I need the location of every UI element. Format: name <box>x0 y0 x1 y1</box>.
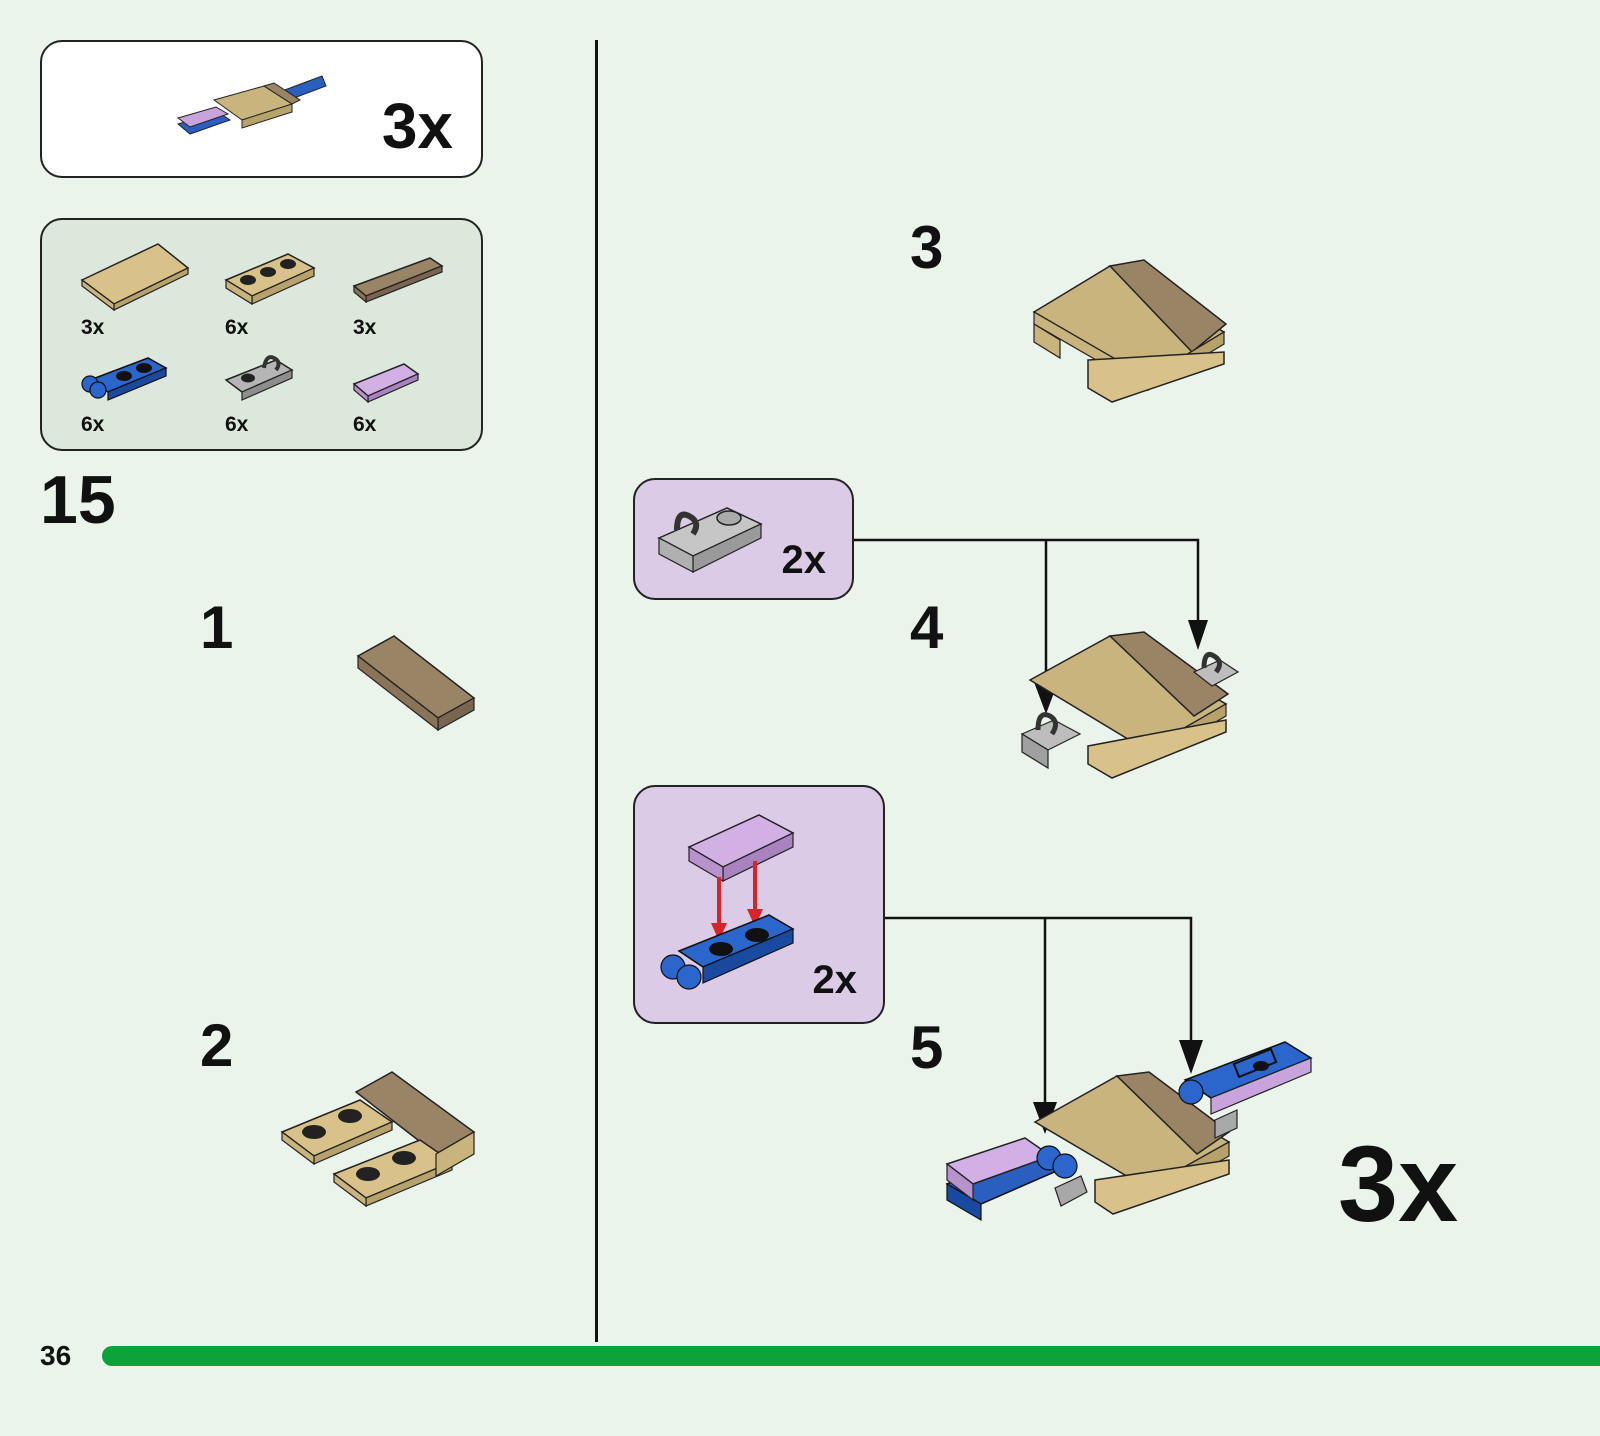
part-qty: 6x <box>225 413 248 437</box>
callout-quantity: 2x <box>813 960 858 1000</box>
part-qty: 3x <box>353 316 376 340</box>
part-qty: 3x <box>81 316 104 340</box>
part-qty: 6x <box>81 413 104 437</box>
step-4-image <box>854 520 1454 820</box>
step-5-callout: 2x <box>633 785 885 1024</box>
final-quantity: 3x <box>1338 1130 1458 1238</box>
submodel-box: 3x <box>40 40 483 178</box>
step-4-callout: 2x <box>633 478 854 600</box>
step-3-number: 3 <box>910 218 943 278</box>
step-5-image <box>885 910 1365 1250</box>
grey-clip-plate-image <box>655 498 765 578</box>
lavender-tile-part <box>352 360 432 410</box>
brown-tile-1x4-part <box>352 254 452 314</box>
step-2-image <box>280 1070 480 1220</box>
tan-plate-1x3-part <box>224 250 324 310</box>
grey-plate-clip-part <box>224 350 314 410</box>
step-2-number: 2 <box>200 1016 233 1076</box>
page-number: 36 <box>40 1342 71 1370</box>
step-1-image <box>356 634 486 734</box>
main-step-number: 15 <box>40 466 116 534</box>
tan-tile-2x4-part <box>80 240 200 310</box>
column-divider <box>595 40 598 1342</box>
parts-list-panel: 3x 6x 3x 6x 6x 6x <box>40 218 483 451</box>
step-1-number: 1 <box>200 598 233 658</box>
part-qty: 6x <box>225 316 248 340</box>
progress-bar <box>102 1346 1600 1366</box>
blue-plate-clip-part <box>80 350 180 410</box>
submodel-quantity: 3x <box>382 94 453 158</box>
tile-onto-clip-image <box>659 811 819 1011</box>
callout-quantity: 2x <box>782 540 827 580</box>
step-3-image <box>1032 262 1232 412</box>
part-qty: 6x <box>353 413 376 437</box>
